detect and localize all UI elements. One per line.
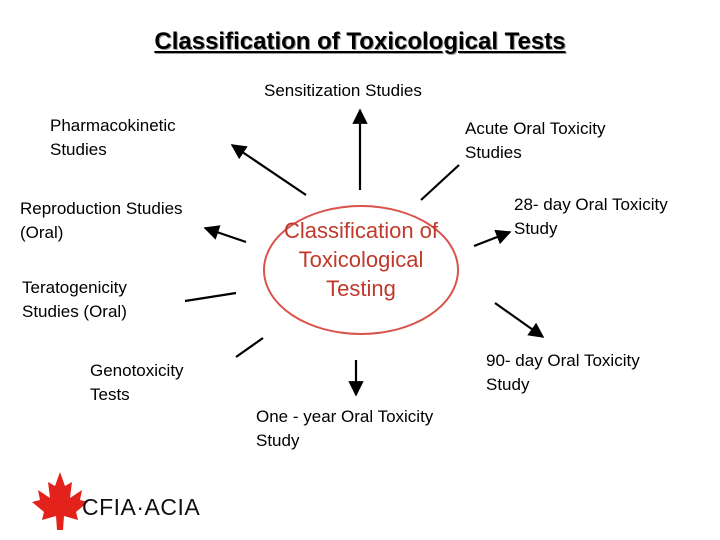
node-reproduction-studies: Reproduction Studies (Oral) [20,199,183,242]
cfia-acia-logo-text: CFIA·ACIA [82,494,201,520]
node-sensitization-studies: Sensitization Studies [264,81,422,100]
arrow-28day [473,229,512,248]
node-90-day-oral-toxicity: 90- day Oral Toxicity Study [486,351,640,394]
node-28-day-oral-toxicity: 28- day Oral Toxicity Study [514,195,668,238]
node-teratogenicity-studies: Teratogenicity Studies (Oral) [22,278,127,321]
node-one-year-oral-toxicity: One - year Oral Toxicity Study [256,407,434,450]
page-title: Classification of Toxicological Tests [154,28,566,55]
arrow-pharmacokinetic [230,144,307,196]
maple-leaf-icon [32,472,88,530]
node-pharmacokinetic-studies: Pharmacokinetic Studies [50,116,176,159]
arrow-teratogenicity [184,291,237,303]
arrow-acute-oral [420,164,460,201]
center-ellipse [263,205,459,335]
center-label: Classification of Toxicological Testing [283,218,439,301]
arrow-90day [494,302,545,338]
arrow-genotoxicity [235,337,264,358]
node-genotoxicity-tests: Genotoxicity Tests [90,361,184,404]
arrow-reproduction [203,225,247,244]
node-acute-oral-toxicity: Acute Oral Toxicity Studies [465,119,606,162]
